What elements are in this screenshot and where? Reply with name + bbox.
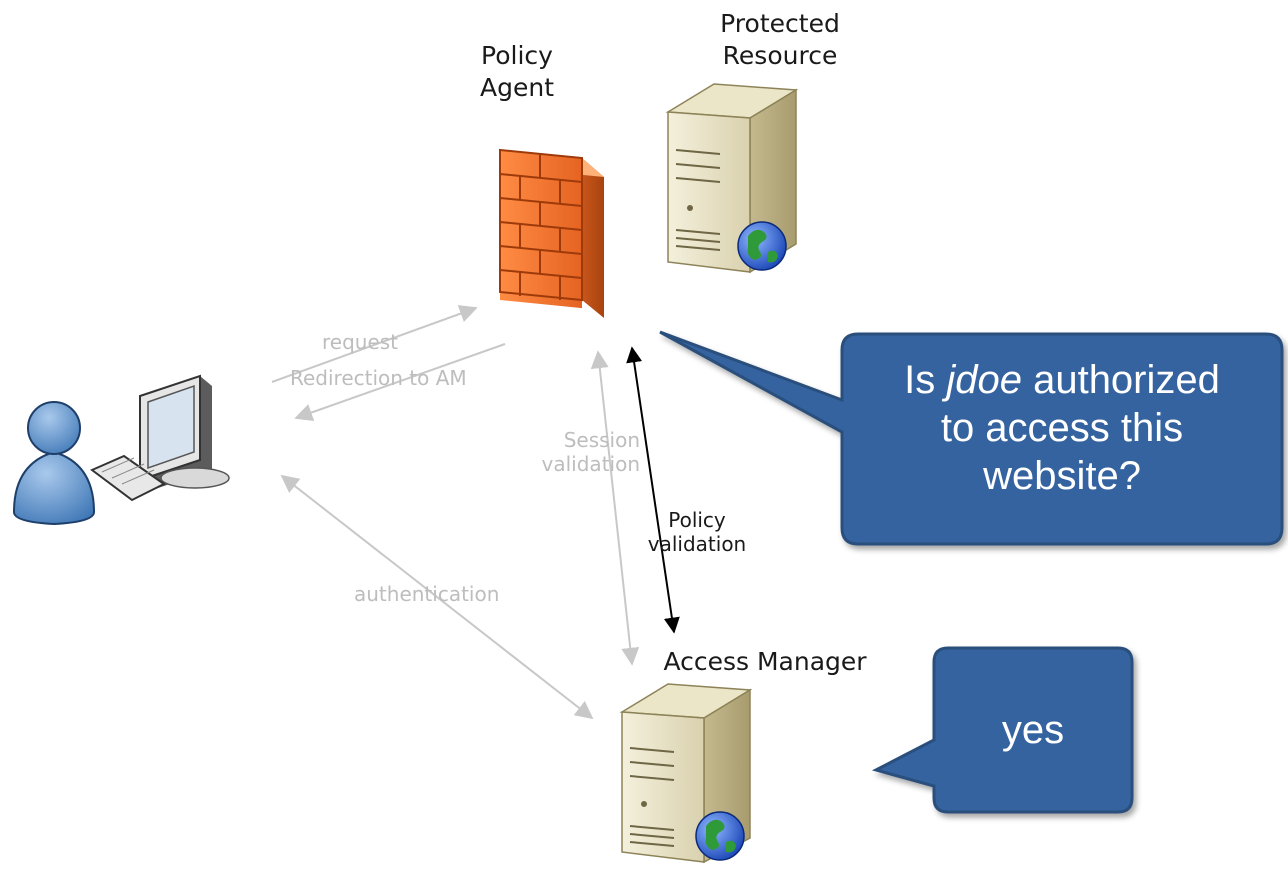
request-arrow xyxy=(271,305,478,383)
question-line1: Is jdoe authorized xyxy=(846,356,1278,404)
access-manager-label: Access Manager xyxy=(663,647,867,676)
policy-label-line1: Policy xyxy=(668,508,726,532)
question-prefix: Is xyxy=(904,358,947,402)
question-callout-text: Is jdoe authorized to access this websit… xyxy=(846,356,1278,500)
web-server-icon xyxy=(619,683,753,864)
redirection-arrow xyxy=(294,343,506,422)
question-username: jdoe xyxy=(946,358,1022,402)
authentication-label: authentication xyxy=(354,582,500,606)
question-line2: to access this xyxy=(940,406,1184,450)
session-label-line1: Session xyxy=(563,428,640,452)
protected-resource-label-line2: Resource xyxy=(722,41,838,70)
session-validation-arrow xyxy=(590,350,640,666)
redirection-label: Redirection to AM xyxy=(290,366,467,390)
session-label-line2: validation xyxy=(541,452,640,476)
policy-agent-label-line1: Policy xyxy=(481,41,553,70)
question-suffix: authorized xyxy=(1021,358,1220,402)
authentication-arrow xyxy=(280,474,594,720)
session-validation-label: Session validation xyxy=(534,428,640,476)
user-workstation-icon xyxy=(12,374,230,526)
request-label: request xyxy=(322,330,399,354)
question-line3: website? xyxy=(983,454,1141,498)
protected-resource-label-line1: Protected xyxy=(720,9,840,38)
policy-validation-label: Policy validation xyxy=(634,508,760,556)
policy-agent-label-line2: Agent xyxy=(480,73,554,102)
firewall-icon xyxy=(499,148,604,318)
answer-callout xyxy=(871,646,1134,814)
answer-callout-text: yes xyxy=(1001,708,1065,752)
policy-validation-arrow xyxy=(626,346,680,634)
policy-agent-label: Policy Agent xyxy=(452,40,582,104)
policy-label-line2: validation xyxy=(647,532,747,556)
question-callout xyxy=(659,330,1284,546)
web-server-icon xyxy=(665,83,799,274)
protected-resource-label: Protected Resource xyxy=(690,8,870,72)
